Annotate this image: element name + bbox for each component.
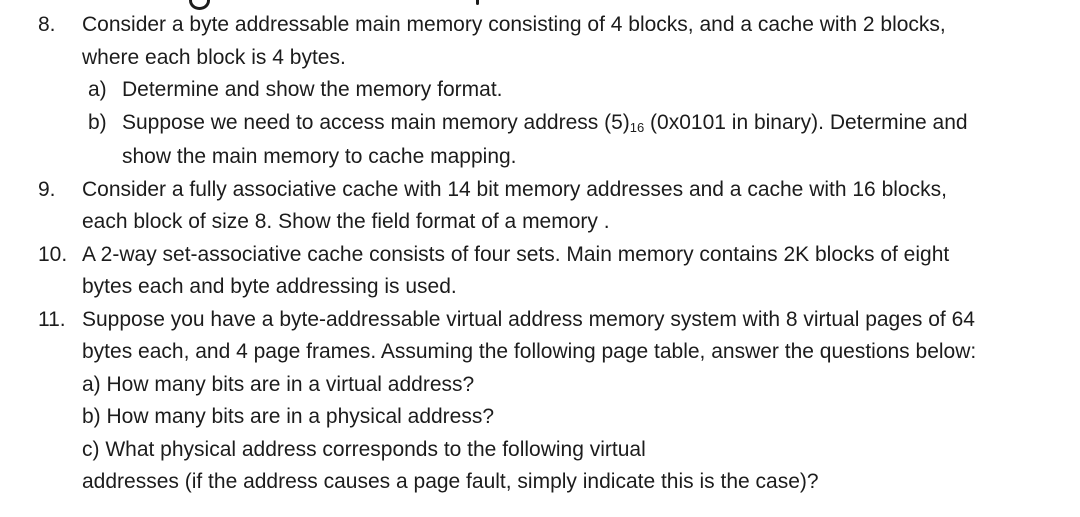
subquestion-text-line: a) How many bits are in a virtual addres…	[82, 372, 475, 396]
question-text-line: A 2-way set-associative cache consists o…	[82, 242, 950, 266]
question-text-line: Suppose you have a byte-addressable virt…	[82, 307, 975, 331]
subquestion-text-line: Suppose we need to access main memory ad…	[122, 107, 1070, 142]
binary-note-text: (0x0101 in binary). Determine and	[644, 110, 968, 134]
subquestion-text-line: addresses (if the address causes a page …	[82, 470, 819, 493]
cropped-stem-fragment-icon	[476, 0, 479, 5]
cropped-descender-fragment-icon	[189, 0, 210, 10]
subquestion-text-line: show the main memory to cache mapping.	[122, 145, 517, 168]
question-text-line: bytes each, and 4 page frames. Assuming …	[82, 340, 977, 363]
subquestion-text-line: c) What physical address corresponds to …	[82, 437, 646, 461]
subquestion-8a: a) Determine and show the memory format.	[88, 74, 1070, 107]
question-body: Suppose you have a byte-addressable virt…	[82, 304, 1070, 499]
base-16-subscript: 16	[629, 119, 645, 135]
question-8: 8. Consider a byte addressable main memo…	[38, 9, 1070, 174]
question-9: 9. Consider a fully associative cache wi…	[38, 174, 1070, 239]
subquestion-body: Suppose we need to access main memory ad…	[122, 107, 1070, 174]
subquestion-label: b)	[88, 110, 107, 134]
address-text: Suppose we need to access main memory ad…	[122, 110, 630, 134]
question-body: A 2-way set-associative cache consists o…	[82, 239, 1070, 304]
question-number: 8.	[38, 13, 56, 36]
question-number: 9.	[38, 177, 56, 201]
question-text-line: each block of size 8. Show the field for…	[82, 210, 610, 233]
subquestion-text-line: Determine and show the memory format.	[122, 78, 503, 101]
subquestion-8b: b) Suppose we need to access main memory…	[88, 107, 1070, 174]
question-list: 8. Consider a byte addressable main memo…	[38, 9, 1070, 499]
question-body: Consider a fully associative cache with …	[82, 174, 1070, 239]
subquestion-text-line: b) How many bits are in a physical addre…	[82, 405, 495, 428]
question-text-line: bytes each and byte addressing is used.	[82, 275, 457, 298]
subquestion-label: a)	[88, 78, 107, 101]
subquestion-body: Determine and show the memory format.	[122, 74, 1070, 107]
question-body: Consider a byte addressable main memory …	[82, 9, 1070, 174]
question-11: 11. Suppose you have a byte-addressable …	[38, 304, 1070, 499]
question-number: 11.	[38, 307, 66, 331]
question-number: 10.	[38, 242, 68, 266]
question-text-line: Consider a byte addressable main memory …	[82, 13, 946, 36]
question-10: 10. A 2-way set-associative cache consis…	[38, 239, 1070, 304]
question-text-line: where each block is 4 bytes.	[82, 45, 346, 69]
question-text-line: Consider a fully associative cache with …	[82, 177, 947, 201]
